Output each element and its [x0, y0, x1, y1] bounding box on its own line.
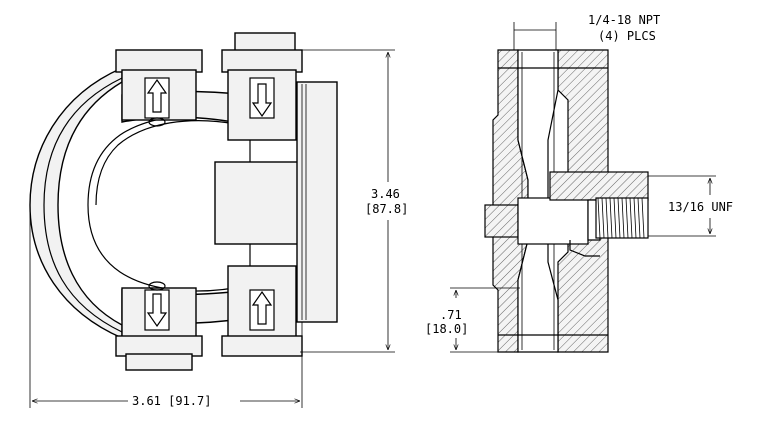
center-block	[214, 161, 301, 245]
port-bottom-left	[115, 281, 203, 371]
port-offset-dimension: .71 [18.0]	[425, 287, 520, 353]
fitting-body	[549, 171, 649, 201]
port-top-right	[221, 32, 303, 141]
flow-arrow-down-icon-2	[146, 293, 168, 328]
height-label: 3.46	[371, 187, 400, 201]
port-offset-label: .71	[440, 308, 462, 322]
port-offset-metric: [18.0]	[425, 322, 468, 336]
width-label: 3.61 [91.7]	[132, 394, 211, 408]
height-metric: [87.8]	[365, 202, 408, 216]
front-view	[29, 32, 338, 371]
flow-arrow-up-icon-2	[251, 290, 273, 325]
thread-region	[595, 197, 649, 239]
flow-arrow-up-icon	[146, 78, 168, 113]
thread-dimension: 13/16 UNF	[648, 175, 733, 237]
section-view	[484, 49, 649, 353]
flow-arrow-down-icon	[251, 83, 273, 118]
mounting-plate	[296, 81, 338, 323]
width-dimension: 3.61 [91.7]	[29, 210, 303, 408]
port-bottom-right	[221, 265, 303, 357]
stem-left	[484, 204, 519, 238]
thread-label: 13/16 UNF	[668, 200, 733, 214]
npt-places: (4) PLCS	[598, 29, 656, 43]
npt-label: 1/4-18 NPT	[588, 13, 660, 27]
port-top-left	[115, 49, 203, 127]
height-dimension: 3.46 [87.8]	[300, 49, 408, 353]
npt-callout: 1/4-18 NPT (4) PLCS	[513, 13, 660, 50]
